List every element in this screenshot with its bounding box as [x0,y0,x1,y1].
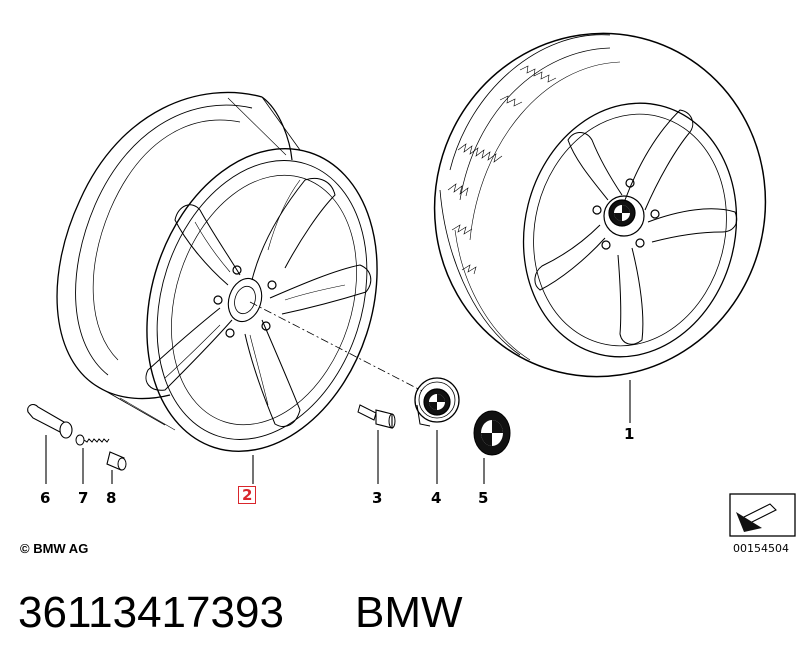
axis-line [249,301,431,396]
reference-arrow-box [729,493,796,537]
callout-8: 8 [106,489,117,507]
valve-drawing [27,403,73,439]
brand-name: BMW [355,588,463,637]
callout-7: 7 [78,489,89,507]
wheel-bolt-drawing [357,404,396,429]
callout-3: 3 [372,489,383,507]
emblem-drawing [473,410,511,456]
complete-wheel-drawing [433,32,767,378]
alloy-rim-drawing [56,91,378,452]
part-number: 36113417393 [18,588,284,637]
leader-lines [45,380,631,484]
callout-5: 5 [478,489,489,507]
valve-core-drawing [75,434,110,446]
copyright-notice: © BMW AG [20,541,89,556]
diagram-reference-number: 00154504 [733,542,789,555]
valve-cap-drawing [106,451,127,471]
hub-cap-drawing [414,377,460,427]
bmw-roundel-icon [423,388,451,416]
callout-6: 6 [40,489,51,507]
callout-1: 1 [624,425,635,443]
callout-4: 4 [431,489,442,507]
bmw-roundel-icon [608,199,636,227]
callout-2-highlighted[interactable]: 2 [238,486,257,504]
